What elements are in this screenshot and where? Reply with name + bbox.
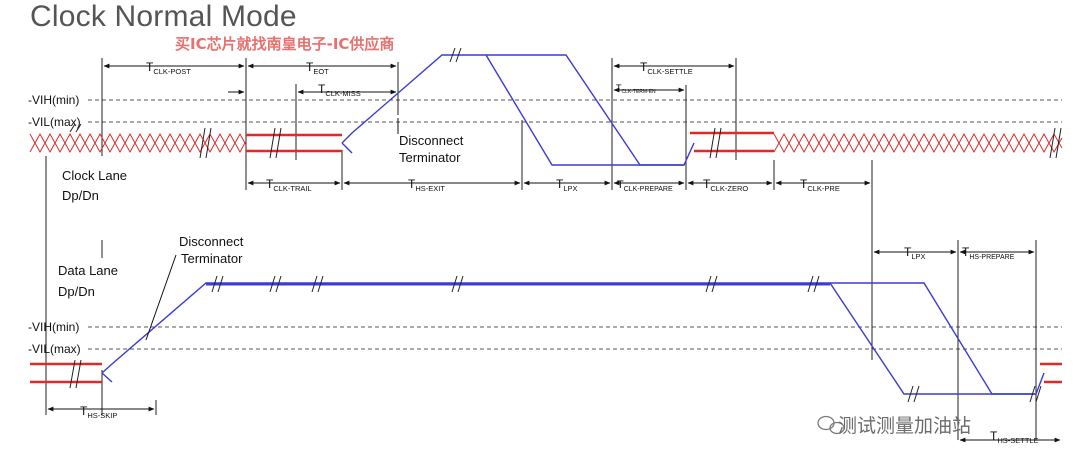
disconnect-clock-line2: Terminator <box>399 150 461 165</box>
clock-lane-sub: Dp/Dn <box>62 188 99 203</box>
level-lines <box>88 99 1062 350</box>
label-clk-miss: TCLK-MISS <box>318 82 361 98</box>
label-clk-pre: TCLK-PRE <box>800 177 840 193</box>
clock-hs-diff-left <box>29 132 247 154</box>
label-lpx-data: TLPX <box>904 245 926 261</box>
clock-lp-signal <box>341 54 695 166</box>
page-title: Clock Normal Mode <box>30 0 297 33</box>
timing-arrows <box>47 63 1061 443</box>
label-clk-trail: TCLK-TRAIL <box>266 177 312 193</box>
watermark-bottom: 测试测量加油站 <box>838 415 972 437</box>
label-hs-exit: THS-EXIT <box>408 177 445 193</box>
disconnect-data-line2: Terminator <box>181 251 243 266</box>
guide-lines <box>45 58 1037 440</box>
label-clk-term-en: TCLK-TERM-EN <box>616 83 656 95</box>
label-clk-settle: TCLK-SETTLE <box>640 60 693 76</box>
label-hs-skip: THS-SKIP <box>80 404 117 420</box>
break-marks <box>69 47 1062 403</box>
label-clk-prepare: TCLK-PREPARE <box>617 179 673 193</box>
label-hs-prepare: THS-PREPARE <box>962 245 1015 261</box>
vil-label-data: -VIL(max) <box>28 342 81 356</box>
label-clk-post: TCLK-POST <box>146 60 191 76</box>
clock-hs-diff-right <box>773 132 1063 154</box>
disconnect-data-line1: Disconnect <box>179 234 244 249</box>
data-hs-signal <box>30 362 1062 384</box>
disconnect-pointer-data <box>145 254 177 341</box>
label-lpx-clock: TLPX <box>556 177 578 193</box>
label-hs-settle: THS-SETTLE <box>990 429 1039 445</box>
watermark-top: 买IC芯片就找南皇电子-IC供应商 <box>175 35 395 53</box>
vih-label-data: -VIH(min) <box>28 320 79 334</box>
wechat-logo-icon <box>817 415 845 435</box>
data-lane-label: Data Lane <box>58 263 118 278</box>
label-clk-zero: TCLK-ZERO <box>703 177 748 193</box>
disconnect-clock-line1: Disconnect <box>399 133 464 148</box>
vil-label-clock: -VIL(max) <box>28 115 81 129</box>
clock-lane-label: Clock Lane <box>62 168 127 183</box>
data-lp-signal <box>101 282 1045 395</box>
clock-hs-static <box>246 131 774 153</box>
vih-label-clock: -VIH(min) <box>28 93 79 107</box>
label-eot: TEOT <box>306 60 329 76</box>
data-lane-sub: Dp/Dn <box>58 284 95 299</box>
